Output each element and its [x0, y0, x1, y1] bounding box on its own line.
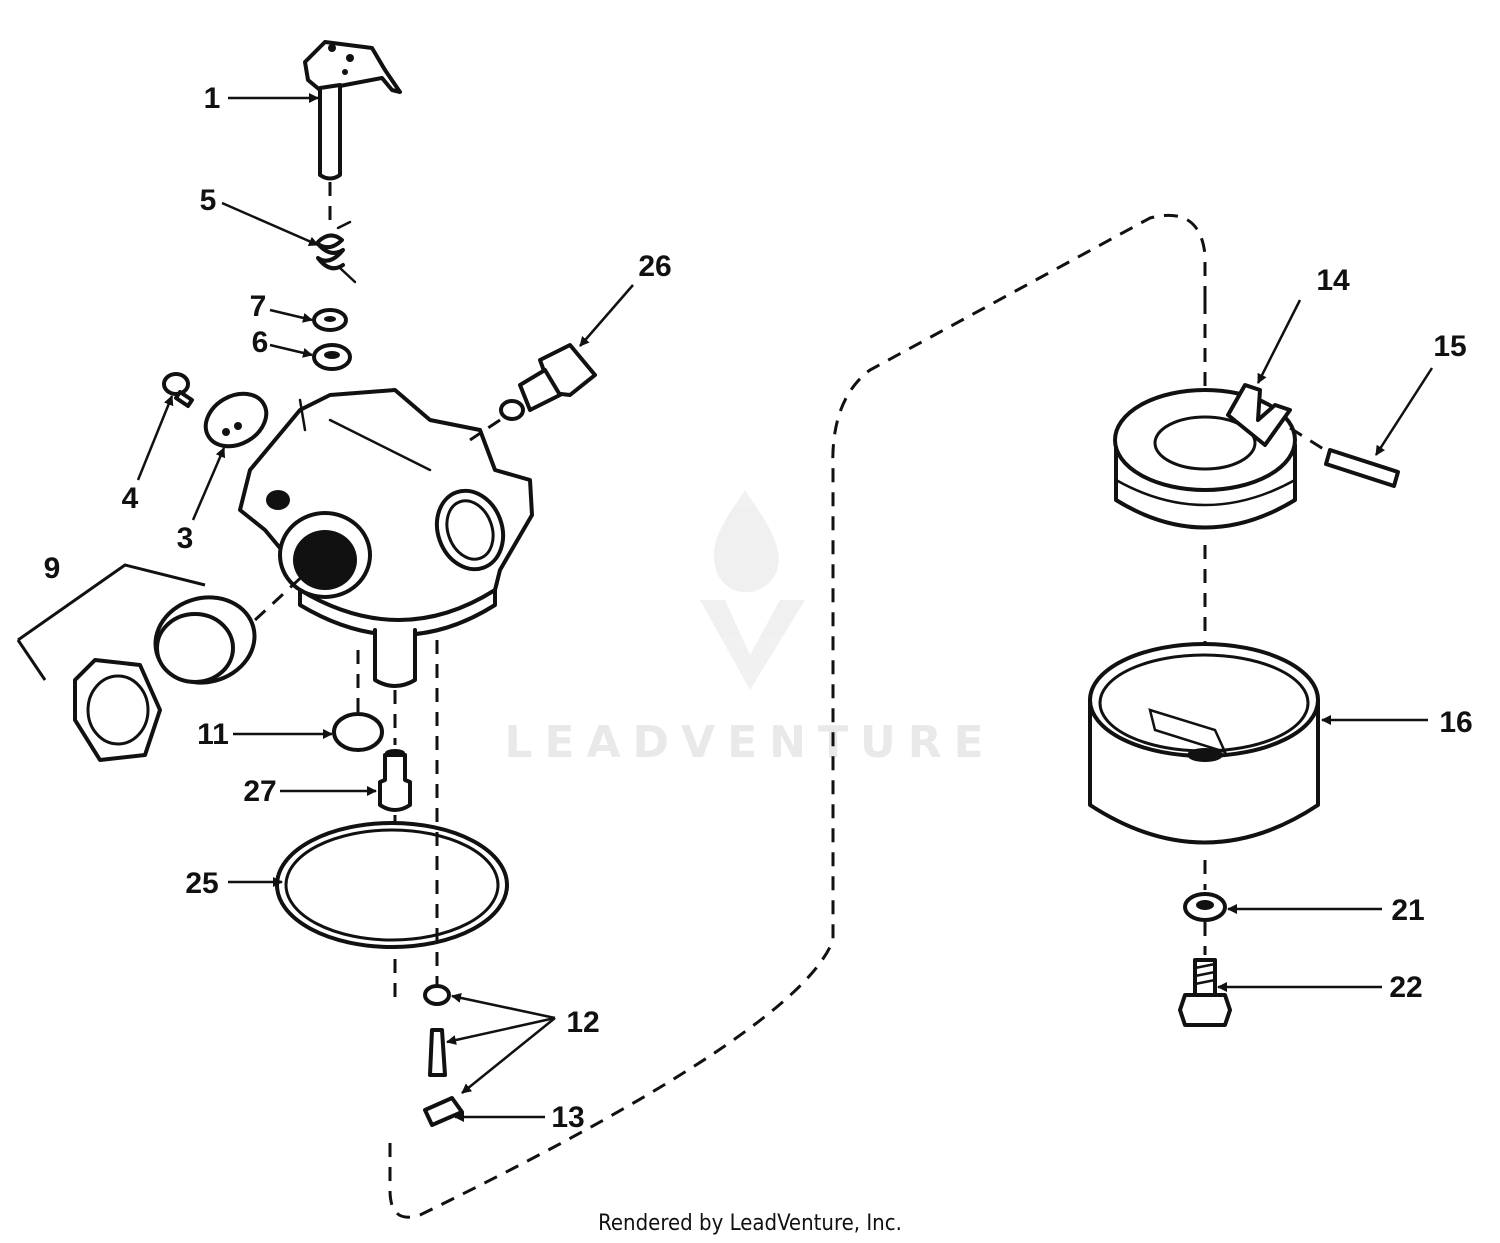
part-7-washer	[312, 308, 348, 332]
part-25-o-ring	[275, 821, 509, 949]
part-21-washer	[1183, 892, 1227, 922]
part-22-bolt	[1178, 958, 1232, 1027]
callout-26: 26	[638, 250, 671, 283]
callout-4: 4	[122, 482, 139, 515]
callout-22: 22	[1389, 971, 1422, 1004]
part-14-float	[1113, 383, 1297, 530]
part-9-primer-bulb	[73, 595, 257, 762]
part-12-needle	[428, 1028, 447, 1077]
callout-9: 9	[44, 552, 61, 585]
part-15-pin	[1324, 448, 1400, 488]
part-16-float-bowl	[1088, 642, 1320, 845]
callout-14: 14	[1316, 264, 1350, 297]
callout-12: 12	[566, 1006, 599, 1039]
callout-leaders	[136, 93, 1434, 1122]
part-26-fitting	[499, 343, 597, 421]
callout-7: 7	[250, 290, 267, 323]
part-27-nozzle	[378, 749, 412, 812]
part-1-throttle-bracket	[303, 40, 402, 181]
part-4-screw	[162, 372, 194, 408]
part-3-throttle-plate	[203, 391, 269, 449]
assembly-dashed-path	[388, 213, 1207, 1219]
callout-21: 21	[1391, 894, 1424, 927]
callout-15: 15	[1433, 330, 1466, 363]
part-11-disc	[332, 712, 384, 752]
footer-credit: Rendered by LeadVenture, Inc.	[598, 1211, 902, 1236]
callout-13: 13	[551, 1101, 584, 1134]
part-6-seal	[312, 343, 352, 371]
callout-5: 5	[200, 184, 217, 217]
carburetor-body	[238, 388, 534, 688]
callout-6: 6	[252, 326, 269, 359]
watermark-logo-icon	[700, 490, 805, 690]
callout-27: 27	[243, 775, 276, 808]
part-12-washer	[423, 984, 451, 1006]
part-5-spring	[316, 220, 357, 284]
callout-16: 16	[1439, 706, 1472, 739]
callout-11: 11	[197, 718, 229, 751]
callout-1: 1	[204, 82, 221, 115]
callout-25: 25	[185, 867, 218, 900]
watermark-text: LEADVENTURE	[504, 717, 995, 768]
callout-3: 3	[177, 522, 194, 555]
part-13-clip	[423, 1096, 464, 1127]
